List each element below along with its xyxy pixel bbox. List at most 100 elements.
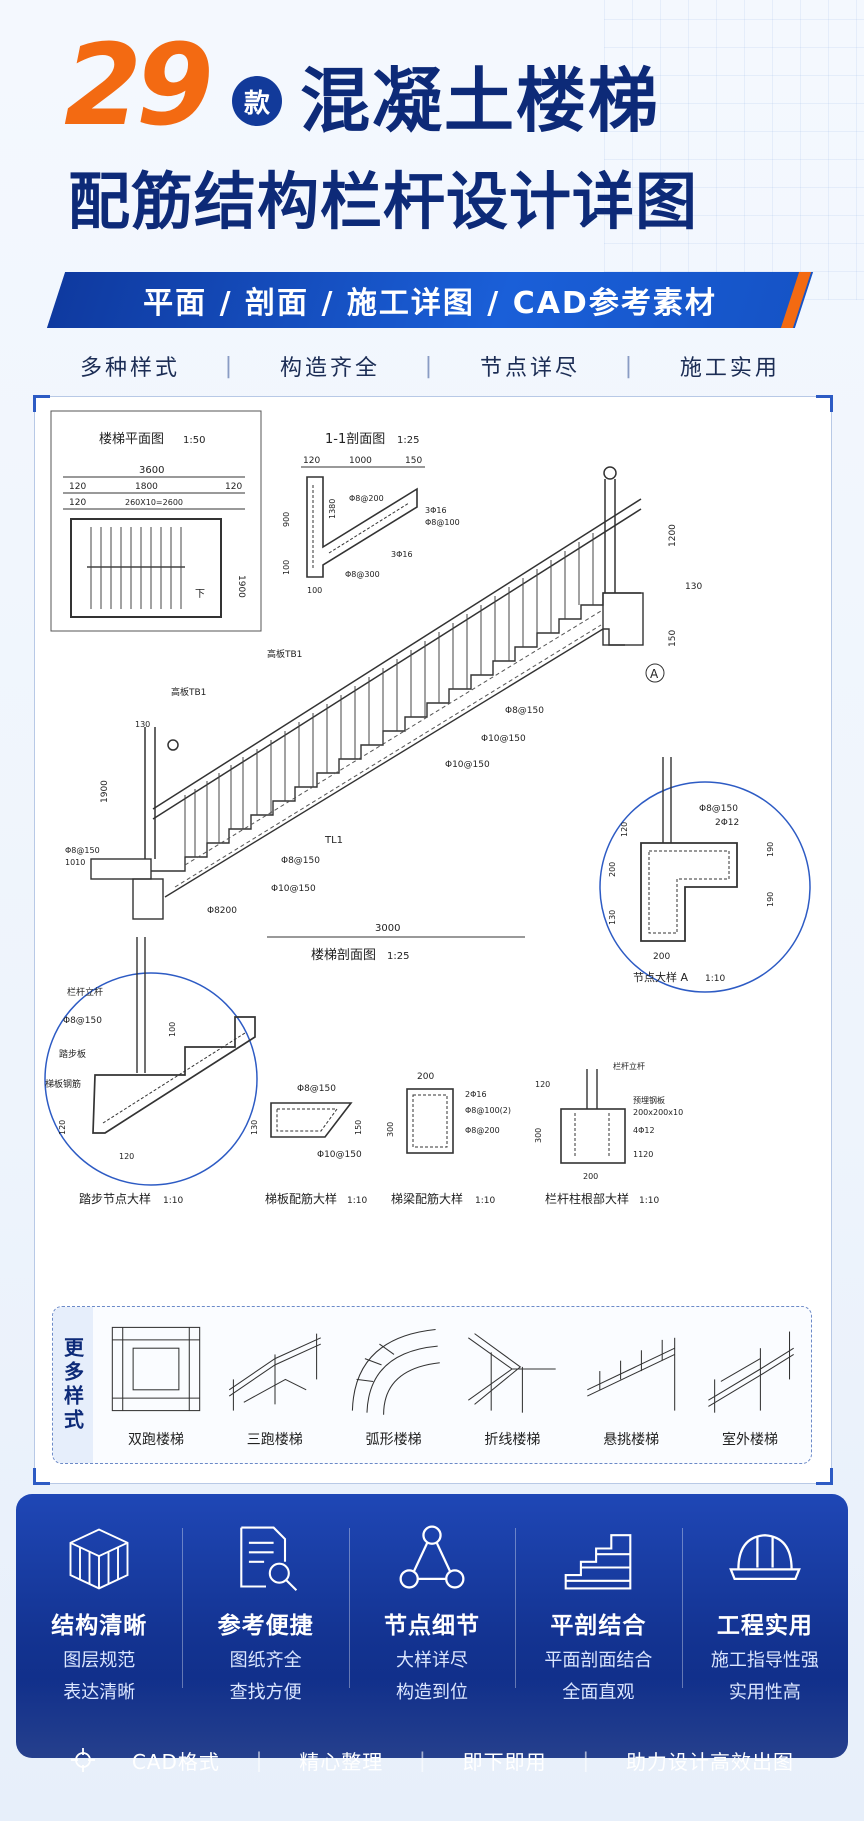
axis-marker <box>645 663 665 683</box>
feature-item: 多种样式 <box>80 356 181 381</box>
tread-node-label: 120 <box>58 1120 67 1135</box>
node-a-label: 200 <box>653 952 670 962</box>
footer-item: 助力设计高效出图 <box>625 1749 794 1774</box>
post-detail-label: 200 <box>583 1172 598 1181</box>
beam-detail-label: 2Φ16 <box>465 1090 487 1099</box>
cube-grid-icon <box>69 1528 129 1590</box>
slab-detail-rebar <box>276 1108 338 1132</box>
beam-detail-label: 300 <box>386 1122 395 1137</box>
style-item[interactable]: 悬挑楼梯 <box>576 1317 686 1457</box>
style-item[interactable]: 折线楼梯 <box>457 1317 567 1457</box>
plan-dim-text: 1800 <box>135 482 158 492</box>
outdoor-stair-icon <box>708 1331 794 1413</box>
node-a-label: 190 <box>766 842 775 857</box>
post-detail-label: 1120 <box>633 1150 653 1159</box>
feature-card: 平剖结合 平面剖面结合 全面直观 <box>515 1494 681 1726</box>
section11-dim: 900 <box>282 512 291 527</box>
node-a-title: 节点大样 A <box>633 970 688 984</box>
plan-dim-text: 1900 <box>236 575 246 598</box>
post-detail-label: 栏杆立杆 <box>613 1061 645 1071</box>
tread-node-section <box>92 1016 256 1134</box>
section11-slab <box>306 476 418 578</box>
plan-dim-text: 120 <box>69 482 86 492</box>
cantilever-stair-icon <box>587 1337 676 1411</box>
plan-stairwell <box>70 518 222 618</box>
bottom-feature-panel <box>16 1494 848 1758</box>
feature-card-title: 节点细节 <box>384 1613 481 1639</box>
main-label: 1200 <box>668 524 678 547</box>
node-a-section <box>640 842 738 942</box>
crosshair-icon <box>71 1748 95 1772</box>
section11-label: 3Φ16 <box>391 550 413 559</box>
tread-node-title: 踏步节点大样 <box>79 1191 151 1206</box>
style-item[interactable]: 三跑楼梯 <box>220 1317 330 1457</box>
tread-node-label: 踏步板 <box>59 1048 86 1060</box>
panel-corner <box>816 1468 833 1485</box>
main-label: Φ10@150 <box>271 884 316 894</box>
style-item[interactable]: 室外楼梯 <box>695 1317 805 1457</box>
curved-stair-icon <box>351 1328 440 1415</box>
main-label: Φ8@150 <box>505 706 544 716</box>
dogleg-stair-icon <box>468 1333 557 1413</box>
style-item[interactable]: 弧形楼梯 <box>339 1317 449 1457</box>
plan-title: 楼梯平面图 <box>99 432 164 447</box>
panel-corner <box>33 1468 50 1485</box>
post-detail-section <box>560 1108 626 1164</box>
node-network-icon <box>399 1525 465 1589</box>
tread-node-rebar <box>102 1032 246 1124</box>
node-a-label: 200 <box>608 862 617 877</box>
section11-title: 1-1剖面图 <box>325 432 385 447</box>
main-label: 高板TB1 <box>267 648 302 660</box>
main-label: 高板TB1 <box>171 686 206 698</box>
section11-label: 3Φ16 <box>425 506 447 515</box>
slab-detail-label: 130 <box>250 1120 259 1135</box>
main-label: 150 <box>668 630 678 647</box>
node-a-label: 130 <box>608 910 617 925</box>
post-detail-title: 栏杆柱根部大样 <box>545 1191 629 1206</box>
feature-card-title: 工程实用 <box>716 1613 813 1639</box>
drawing-panel: 楼梯平面图 1:50 3600 120 1800 120 120 260X10=… <box>33 395 833 1485</box>
main-label: 1010 <box>65 858 85 867</box>
separator: | <box>419 1748 427 1772</box>
separator: | <box>255 1748 264 1772</box>
slab-detail-label: Φ10@150 <box>317 1150 362 1160</box>
style-item-label: 弧形楼梯 <box>365 1432 422 1448</box>
beam-detail-label: Φ8@100(2) <box>465 1106 511 1115</box>
plan-dim-text: 120 <box>225 482 242 492</box>
tread-node-label: 栏杆立杆 <box>67 986 103 998</box>
post-detail-label: 300 <box>534 1128 543 1143</box>
post-detail-label: 120 <box>535 1080 550 1089</box>
style-item[interactable]: 双跑楼梯 <box>101 1317 211 1457</box>
footer-item: 精心整理 <box>299 1749 384 1774</box>
feature-card-text: 全面直观 <box>562 1682 635 1703</box>
separator: | <box>624 353 636 379</box>
plan-dim-text: 3600 <box>139 465 164 476</box>
tread-node-label: 梯板钢筋 <box>45 1078 81 1090</box>
more-styles-box: 更多样式 双跑楼梯 三跑楼梯 弧形楼梯 <box>52 1306 812 1464</box>
section11-label: Φ8@200 <box>349 494 384 503</box>
slab-detail-title: 梯板配筋大样 <box>265 1191 337 1206</box>
beam-detail-section <box>406 1088 454 1154</box>
section11-dim: 1000 <box>349 456 372 466</box>
plan-treads <box>87 527 185 609</box>
beam-detail-title: 梯梁配筋大样 <box>391 1191 463 1206</box>
main-section-scale: 1:25 <box>387 951 409 962</box>
document-search-icon <box>239 1526 297 1592</box>
post-detail-label: 4Φ12 <box>633 1126 655 1135</box>
more-styles-list: 双跑楼梯 三跑楼梯 弧形楼梯 折线楼梯 <box>101 1317 805 1457</box>
tread-node-callout <box>44 972 258 1186</box>
stairs-icon <box>565 1534 632 1590</box>
style-item-label: 室外楼梯 <box>721 1432 778 1448</box>
count-unit-badge: 款 <box>232 76 282 126</box>
main-stair-steps <box>90 592 644 920</box>
feature-card-text: 表达清晰 <box>63 1682 136 1703</box>
main-label: Φ10@150 <box>481 734 526 744</box>
feature-card-text: 图纸齐全 <box>229 1650 302 1671</box>
separator: | <box>582 1748 591 1772</box>
feature-card-text: 图层规范 <box>63 1650 136 1671</box>
post-detail-label: 预埋钢板 <box>633 1095 665 1105</box>
feature-item: 节点详尽 <box>479 356 580 381</box>
main-label: Φ8@150 <box>65 846 100 855</box>
feature-card-title: 参考便捷 <box>217 1613 314 1639</box>
plan-dim-text: 260X10=2600 <box>125 498 183 507</box>
